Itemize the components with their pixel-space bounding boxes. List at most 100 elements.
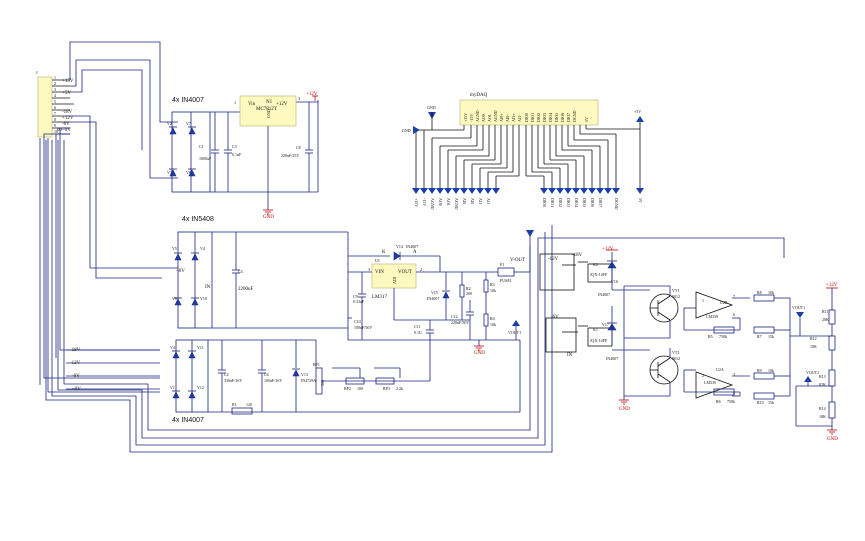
net-plus12: +12V — [306, 92, 318, 97]
bridge-bot-heading: 4x IN4007 — [172, 417, 204, 424]
v17-ref: V17 — [602, 322, 609, 327]
mydaq-pins: +15V -15V AGND AO0 AO1 AGND AI0+ AI0- AI… — [463, 110, 589, 122]
u2b-part: LM339 — [706, 314, 718, 319]
k1-ref: K1 — [593, 327, 598, 332]
relay-gnd: GND — [619, 407, 630, 412]
r7-value: 15k — [768, 334, 774, 339]
svg-text:AI0-: AI0- — [505, 114, 510, 122]
svg-text:+15V: +15V — [463, 113, 468, 122]
r5-ref: R5 — [708, 334, 713, 339]
pin-6: 6 — [54, 105, 56, 110]
net-label: -18V — [62, 110, 73, 115]
diode-ref: V6 — [172, 296, 177, 301]
harness-label: -6V — [72, 374, 80, 379]
r5-value: 750k — [719, 334, 727, 339]
vout2-out: VOUT2 — [806, 370, 819, 375]
pin-10: 10 — [54, 129, 58, 134]
r8-value: 10k — [768, 290, 774, 295]
v14-ref: V14 — [396, 244, 403, 249]
cap-c4-ref: C4 — [238, 269, 243, 274]
u1-adj: ADJ — [392, 276, 397, 284]
r6-value: 750k — [727, 399, 735, 404]
svg-text:AI0: AI0 — [462, 198, 467, 204]
cap-ref: C3 — [232, 144, 237, 149]
diode-ref: V12 — [197, 385, 204, 390]
r13-value: 82K — [819, 382, 826, 387]
harness-label: ~0V — [72, 387, 81, 392]
r1-ref: R1 — [232, 402, 237, 407]
r11-ref: R11 — [822, 309, 829, 314]
r14-ref: R14 — [819, 406, 826, 411]
rp3-ref: RP3 — [383, 386, 390, 391]
pin-3: 3 — [54, 87, 56, 92]
mydaq-5v: +5V — [634, 109, 641, 114]
harness-wires — [39, 41, 785, 453]
u1-pin3: 3 — [368, 267, 370, 272]
r8-ref: R8 — [757, 290, 762, 295]
svg-text:5V: 5V — [638, 198, 643, 203]
vt1-ref: VT1 — [672, 288, 679, 293]
u1-part: LM317 — [372, 295, 388, 300]
v14-a: A — [413, 250, 417, 255]
relay-in: IN — [567, 353, 573, 358]
c12-ref: C12 — [451, 314, 458, 319]
gnd-mid: GND — [474, 351, 485, 356]
bridge-mid-heading: 4x IN5408 — [182, 216, 214, 223]
svg-text:DIO0: DIO0 — [542, 198, 547, 207]
connector-ref: J — [36, 70, 38, 75]
mydaq-bottom-labels: +15V -15V AGND AO0 AO1 AGND AI0 AI0 AI1 … — [414, 198, 643, 210]
v14-k: K — [382, 250, 386, 255]
relay-minus6: -6V — [551, 315, 559, 320]
r11-value: 20K — [822, 317, 829, 322]
svg-text:+15V: +15V — [414, 198, 419, 207]
rp2-ref: RP2 — [344, 386, 351, 391]
diode-ref: V4 — [200, 246, 205, 251]
vout1-label: VOUT1 — [508, 330, 521, 335]
svg-text:AO1: AO1 — [487, 114, 492, 122]
diode-ref: V2 — [167, 121, 172, 126]
v15-part: IN4007 — [427, 296, 439, 301]
r12-ref: R12 — [810, 336, 817, 341]
svg-text:AGND: AGND — [430, 198, 435, 210]
reg-part: MC7812T — [256, 107, 277, 112]
diode-ref: V10 — [200, 296, 207, 301]
c6-value: 100uF/16V — [264, 378, 282, 383]
svg-text:AGND: AGND — [493, 110, 498, 122]
svg-text:DGND: DGND — [572, 110, 577, 122]
svg-text:DIO3: DIO3 — [566, 198, 571, 207]
u2b-pin: 1 — [702, 298, 704, 303]
harness-label: -12V — [70, 361, 81, 366]
svg-text:DIO2: DIO2 — [536, 113, 541, 122]
svg-text:DIO7: DIO7 — [598, 198, 603, 207]
r10-ref: R10 — [757, 400, 764, 405]
v15-ref: V15 — [431, 290, 438, 295]
reg-gnd: GND — [266, 109, 271, 118]
svg-text:AO0: AO0 — [438, 198, 443, 206]
vt2-part: 9012 — [672, 356, 680, 361]
svg-text:AO1: AO1 — [446, 198, 451, 206]
pin-5: 5 — [54, 99, 56, 104]
cap-ref: C1 — [199, 144, 204, 149]
svg-text:AI0: AI0 — [470, 198, 475, 204]
cap-value: 0.1uF — [232, 152, 242, 157]
cap-c4-value: 2200uF — [238, 287, 254, 292]
net-label: +15V — [62, 79, 74, 84]
rp2-value: 100 — [357, 386, 363, 391]
pin-8: 8 — [54, 117, 56, 122]
u2a-ref: U2A — [716, 367, 724, 372]
pin-9: 9 — [54, 123, 56, 128]
u1-vin: VIN — [375, 270, 384, 275]
svg-text:AI1+: AI1+ — [511, 113, 516, 122]
c10-ref: C10 — [354, 319, 361, 324]
mydaq-gnd: GND — [427, 105, 436, 110]
fuse-part: FUSE1 — [500, 278, 512, 283]
bridge-top: 4x IN4007 V2 V7 V3 V8 — [167, 97, 211, 193]
relay-plus12: +12V — [602, 247, 614, 252]
diode-ref: V1 — [170, 385, 175, 390]
ac-label: ~0V — [176, 269, 185, 274]
diode-ref: V5 — [172, 246, 177, 251]
reg-pin3: 3 — [298, 96, 300, 101]
u1-vout: VOUT — [398, 270, 412, 275]
diode-ref: V4 — [170, 345, 175, 350]
amp-gnd: GND — [827, 437, 838, 442]
